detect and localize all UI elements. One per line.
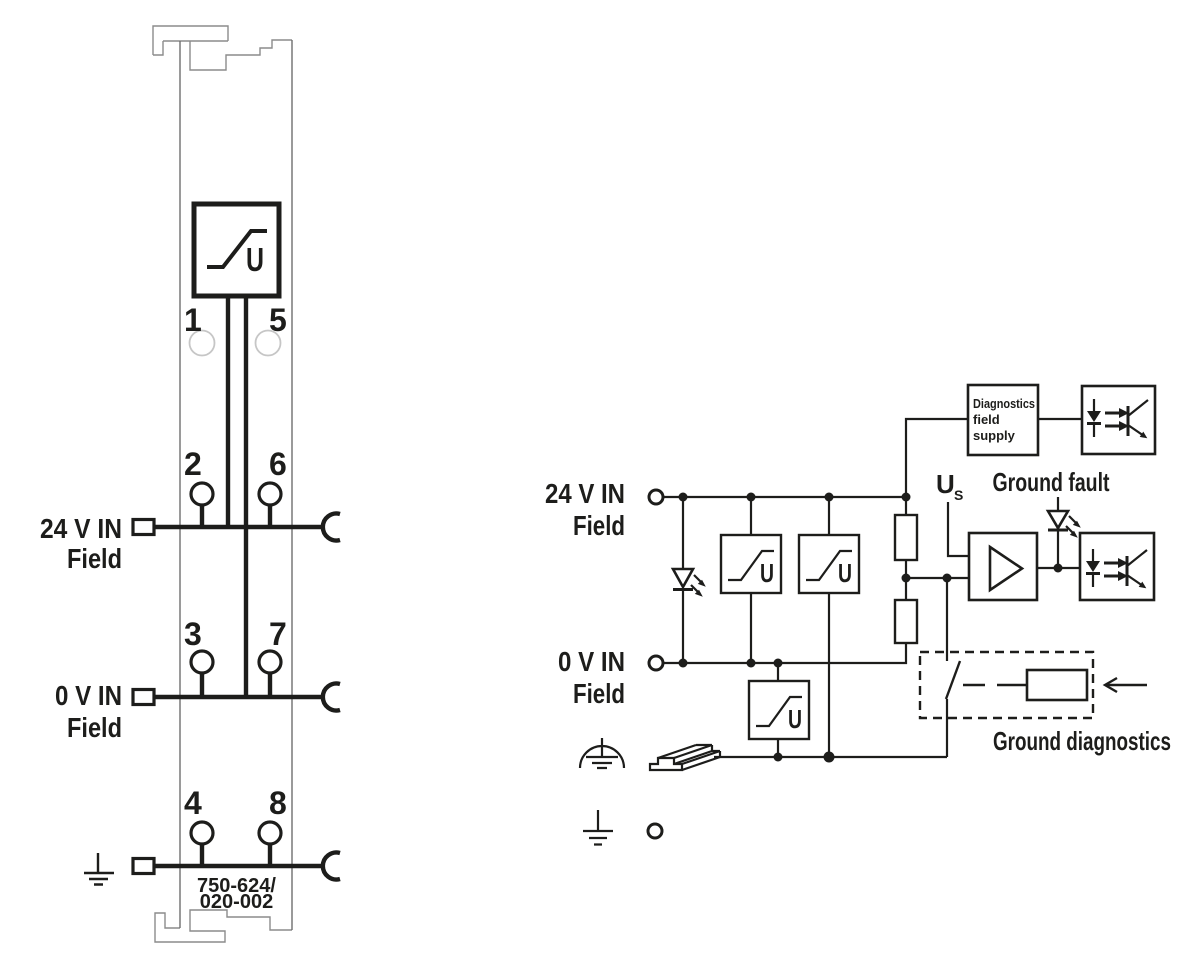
field-led-icon: [670, 567, 706, 597]
clamp-terminal-2: [189, 481, 215, 507]
clamp-terminal-6: [257, 481, 283, 507]
actuator-box: [1025, 668, 1089, 702]
earth-icon-module: [84, 853, 114, 886]
terminal-24v-icon: [647, 488, 665, 506]
filter-box-1: U: [719, 533, 783, 595]
module-filter-box: U: [191, 201, 282, 299]
terminal-number-1: 1: [184, 302, 202, 338]
diagnostics-supply-box: Diagnostics field supply: [966, 383, 1040, 457]
limiter-curve-icon: [806, 549, 852, 582]
limiter-curve-icon: [728, 549, 774, 582]
optocoupler-icon-top: [1080, 384, 1157, 456]
top-mounting-clip-icon: [152, 25, 292, 71]
filter-box-2: U: [797, 533, 861, 595]
field-connector-0v: [131, 687, 156, 707]
terminal-module-drawing: U 1 5 2 6 3 7 4 8: [40, 25, 341, 943]
terminal-number-5: 5: [269, 302, 287, 338]
terminal-0v-icon: [647, 654, 665, 672]
schematic-24v-sub-label: Field: [573, 510, 625, 541]
schematic-0v-label: 0 V IN: [558, 646, 625, 677]
field-connector-24v: [131, 517, 156, 537]
diagnostics-line2: field: [973, 412, 1000, 427]
us-subscript: S: [954, 487, 963, 503]
din-rail-icon: [648, 743, 722, 772]
bottom-mounting-clip-icon: [154, 909, 292, 943]
optocoupler-icon-middle: [1078, 531, 1156, 602]
rail-earth-icon: [578, 738, 626, 770]
clamp-terminals: [189, 481, 283, 866]
resistor-lower: [893, 598, 919, 645]
module-0v-sub-label: Field: [67, 712, 122, 743]
power-jumper-contact-0v: [320, 681, 341, 713]
module-0v-label: 0 V IN: [55, 680, 122, 711]
power-jumper-contact-earth: [320, 850, 341, 882]
led-indicator-1: [188, 329, 216, 357]
terminal-number-8: 8: [269, 785, 287, 821]
terminal-number-2: 2: [184, 446, 202, 482]
circuit-schematic: 24 V IN Field 0 V IN Field: [545, 383, 1171, 846]
ground-fault-led-icon: [1045, 509, 1081, 538]
power-jumper-contact-24v: [320, 511, 341, 543]
terminal-earth-icon: [646, 822, 664, 840]
filter2-u: U: [838, 558, 852, 588]
junction-dots: [678, 492, 1063, 763]
module-24v-label: 24 V IN: [40, 513, 122, 544]
clamp-terminal-4: [189, 820, 215, 846]
schematic-24v-label: 24 V IN: [545, 478, 625, 509]
module-filter-u: U: [246, 241, 264, 278]
control-arrow-head-icon: [1102, 676, 1118, 694]
schematic-0v-sub-label: Field: [573, 678, 625, 709]
ground-diagnostics-label: Ground diagnostics: [993, 726, 1171, 756]
diagnostics-line1: Diagnostics: [973, 396, 1035, 411]
ground-fault-label: Ground fault: [993, 467, 1110, 497]
ground-diagnostics-group: [918, 650, 1147, 720]
clamp-terminal-7: [257, 649, 283, 675]
filter1-u: U: [760, 558, 774, 588]
diagnostics-line3: supply: [973, 428, 1016, 443]
limiter-curve-icon: [207, 229, 267, 269]
terminal-number-7: 7: [269, 616, 287, 652]
filter-box-3: U: [747, 679, 811, 741]
terminal-number-6: 6: [269, 446, 287, 482]
terminal-number-4: 4: [184, 785, 202, 821]
part-number-line2: 020-002: [200, 891, 273, 913]
terminal-number-3: 3: [184, 616, 202, 652]
field-connector-earth: [131, 856, 156, 876]
terminal-stems: [199, 505, 273, 866]
filter3-u: U: [788, 704, 802, 734]
resistor-upper: [893, 513, 919, 562]
limiter-curve-icon: [756, 695, 802, 728]
module-24v-sub-label: Field: [67, 543, 122, 574]
earth-icon-bottom: [583, 810, 613, 846]
us-label: U: [936, 469, 955, 499]
led-indicator-5: [254, 329, 282, 357]
clamp-terminal-3: [189, 649, 215, 675]
amplifier-icon: [967, 531, 1039, 602]
switch-blade-icon: [944, 660, 962, 700]
part-number-line1: 750-624/: [197, 875, 276, 897]
clamp-terminal-8: [257, 820, 283, 846]
